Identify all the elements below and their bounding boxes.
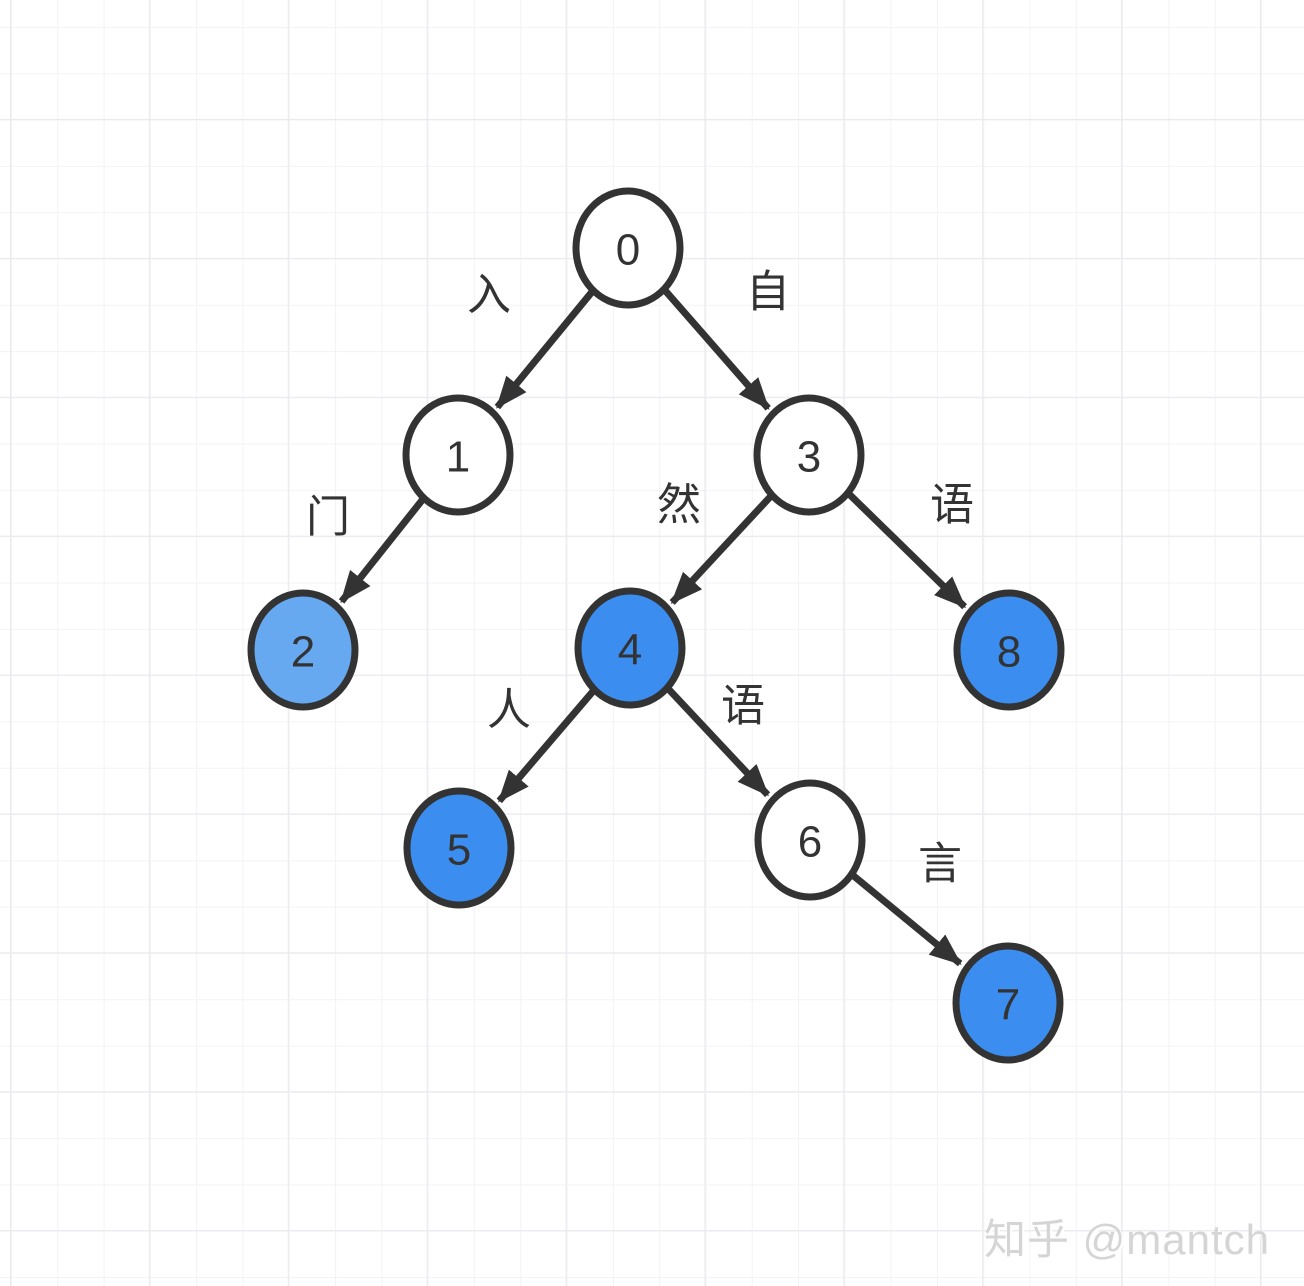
tree-node-6: 6 bbox=[754, 779, 866, 901]
edge-3-to-4 bbox=[669, 492, 775, 605]
tree-node-2: 2 bbox=[247, 589, 359, 711]
node-circle-3 bbox=[753, 394, 865, 516]
node-circle-5 bbox=[403, 787, 515, 909]
node-circle-2 bbox=[247, 589, 359, 711]
node-label-8: 8 bbox=[997, 628, 1021, 677]
node-circle-6 bbox=[754, 779, 866, 901]
edge-label-0-to-1: 入 bbox=[467, 271, 511, 320]
tree-node-4: 4 bbox=[574, 587, 686, 709]
edge-0-to-1 bbox=[494, 288, 596, 410]
tree-node-3: 3 bbox=[753, 394, 865, 516]
edge-label-4-to-6: 语 bbox=[721, 682, 765, 731]
zhihu-watermark: 知乎 @mantch bbox=[983, 1216, 1270, 1263]
edge-label-6-to-7: 言 bbox=[918, 840, 962, 889]
node-label-7: 7 bbox=[996, 981, 1020, 1030]
node-label-1: 1 bbox=[446, 433, 470, 482]
node-circle-1 bbox=[402, 394, 514, 516]
edge-label-3-to-4: 然 bbox=[657, 481, 701, 530]
edge-label-1-to-2: 门 bbox=[306, 493, 350, 542]
tree-node-8: 8 bbox=[953, 589, 1065, 711]
node-label-6: 6 bbox=[798, 818, 822, 867]
node-label-3: 3 bbox=[797, 433, 821, 482]
edge-3-to-8 bbox=[845, 490, 968, 610]
node-label-4: 4 bbox=[618, 626, 642, 675]
node-circle-8 bbox=[953, 589, 1065, 711]
tree-node-0: 0 bbox=[572, 187, 684, 309]
edge-label-0-to-3: 自 bbox=[746, 268, 790, 317]
edge-4-to-5 bbox=[496, 687, 597, 804]
node-circle-0 bbox=[572, 187, 684, 309]
node-circle-4 bbox=[574, 587, 686, 709]
edge-label-4-to-5: 人 bbox=[487, 686, 531, 735]
tree-node-5: 5 bbox=[403, 787, 515, 909]
edge-1-to-2 bbox=[338, 495, 427, 604]
tree-node-7: 7 bbox=[952, 942, 1064, 1064]
node-label-5: 5 bbox=[447, 826, 471, 875]
node-label-2: 2 bbox=[291, 628, 315, 677]
edge-6-to-7 bbox=[850, 872, 963, 967]
tree-node-1: 1 bbox=[402, 394, 514, 516]
edge-label-3-to-8: 语 bbox=[930, 481, 974, 530]
edge-0-to-3 bbox=[661, 287, 771, 411]
node-label-0: 0 bbox=[616, 226, 640, 275]
node-circle-7 bbox=[952, 942, 1064, 1064]
edge-4-to-6 bbox=[665, 685, 771, 798]
